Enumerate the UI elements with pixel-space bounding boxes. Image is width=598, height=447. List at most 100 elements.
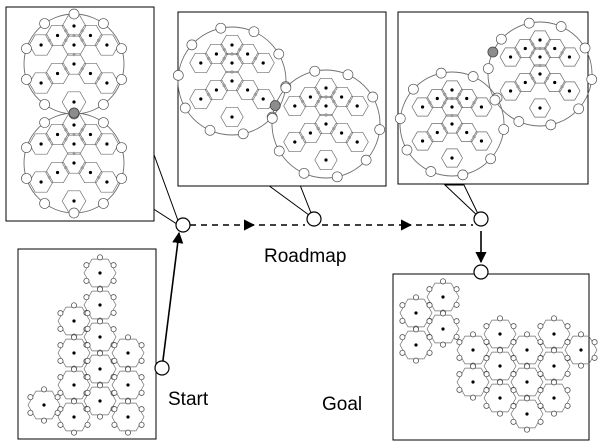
rim-joint bbox=[401, 144, 413, 156]
module-joint bbox=[426, 302, 433, 309]
module-center bbox=[308, 131, 313, 135]
module-joint bbox=[456, 339, 463, 346]
module-link bbox=[207, 92, 211, 97]
module-link bbox=[207, 56, 211, 61]
module-link bbox=[472, 135, 476, 139]
module-joint bbox=[84, 357, 91, 364]
module-center bbox=[261, 97, 265, 101]
rim-joint bbox=[523, 17, 535, 29]
module-cell bbox=[483, 383, 517, 413]
rim-joint bbox=[342, 69, 354, 81]
module-center bbox=[72, 100, 76, 104]
module-link bbox=[443, 101, 447, 105]
module-center bbox=[567, 55, 572, 59]
module-link bbox=[222, 56, 226, 61]
rim-joint bbox=[39, 18, 50, 29]
module-link bbox=[531, 76, 535, 80]
module-joint bbox=[399, 302, 406, 309]
module-center bbox=[55, 33, 60, 38]
module-joint bbox=[97, 350, 104, 357]
module-link bbox=[253, 92, 257, 97]
module-joint bbox=[510, 418, 517, 425]
rim-joint bbox=[21, 173, 32, 184]
module-center bbox=[55, 170, 60, 175]
module-cell bbox=[220, 70, 244, 92]
edge-start-to-n1 bbox=[161, 231, 184, 369]
module-joint bbox=[469, 363, 476, 370]
module-cell bbox=[345, 131, 369, 153]
module-joint bbox=[469, 331, 476, 338]
module-joint bbox=[399, 349, 406, 356]
module-joint bbox=[496, 347, 503, 354]
module-joint bbox=[84, 374, 91, 381]
module-center bbox=[72, 62, 76, 66]
module-center bbox=[261, 61, 265, 65]
module-joint bbox=[97, 318, 104, 325]
module-center bbox=[72, 319, 76, 323]
module-joint bbox=[71, 302, 78, 309]
rim-joint bbox=[579, 42, 591, 54]
module-center bbox=[98, 271, 102, 275]
module-cell bbox=[456, 367, 490, 397]
module-link bbox=[80, 38, 84, 42]
module-link bbox=[450, 96, 454, 101]
module-center bbox=[538, 55, 542, 59]
module-center bbox=[88, 71, 93, 76]
module-joint bbox=[138, 357, 145, 364]
module-center bbox=[245, 88, 250, 92]
rim-joint bbox=[39, 99, 50, 110]
module-cell bbox=[83, 258, 117, 288]
module-link bbox=[457, 126, 461, 130]
module-joint bbox=[27, 394, 34, 401]
module-center bbox=[525, 348, 529, 352]
module-joint bbox=[97, 413, 104, 420]
module-cell bbox=[83, 354, 117, 384]
module-center bbox=[39, 180, 43, 184]
start-module bbox=[27, 386, 61, 424]
module-cell bbox=[61, 91, 87, 113]
module-center bbox=[538, 38, 542, 42]
module-center bbox=[552, 332, 556, 336]
module-cell bbox=[27, 390, 61, 420]
module-joint bbox=[551, 410, 558, 417]
module-joint bbox=[83, 294, 90, 301]
group-tl-upper bbox=[21, 8, 127, 120]
module-cell bbox=[235, 79, 260, 101]
module-link bbox=[457, 101, 461, 105]
module-cell bbox=[470, 131, 493, 151]
module-center bbox=[199, 61, 203, 65]
module-joint bbox=[110, 326, 117, 333]
rim-joint bbox=[425, 166, 437, 177]
module-center bbox=[230, 43, 234, 47]
module-center bbox=[355, 104, 359, 108]
rim-joint bbox=[248, 26, 260, 38]
module-cell bbox=[399, 330, 433, 360]
module-link bbox=[324, 113, 328, 117]
module-joint bbox=[510, 387, 517, 394]
module-cell bbox=[314, 113, 338, 135]
module-joint bbox=[578, 331, 585, 338]
module-link bbox=[443, 126, 447, 130]
module-center bbox=[126, 415, 130, 419]
module-joint bbox=[426, 318, 433, 325]
module-joint bbox=[97, 254, 104, 261]
module-cell bbox=[78, 161, 103, 184]
module-cell bbox=[220, 52, 244, 74]
module-cell bbox=[510, 367, 544, 397]
module-joint bbox=[426, 286, 433, 293]
rim-joint bbox=[68, 207, 80, 219]
group-tm-right bbox=[266, 65, 386, 183]
module-center bbox=[525, 412, 529, 416]
rim-joint bbox=[116, 43, 127, 54]
module-joint bbox=[41, 386, 48, 393]
rim-joint bbox=[489, 94, 501, 106]
contact-joint bbox=[269, 100, 281, 111]
module-joint bbox=[564, 387, 571, 394]
module-cell bbox=[298, 122, 323, 144]
module-joint bbox=[524, 331, 531, 338]
module-link bbox=[238, 56, 242, 61]
module-link bbox=[222, 83, 226, 88]
module-cell bbox=[61, 152, 87, 174]
module-center bbox=[88, 170, 93, 175]
module-cell bbox=[455, 123, 478, 142]
